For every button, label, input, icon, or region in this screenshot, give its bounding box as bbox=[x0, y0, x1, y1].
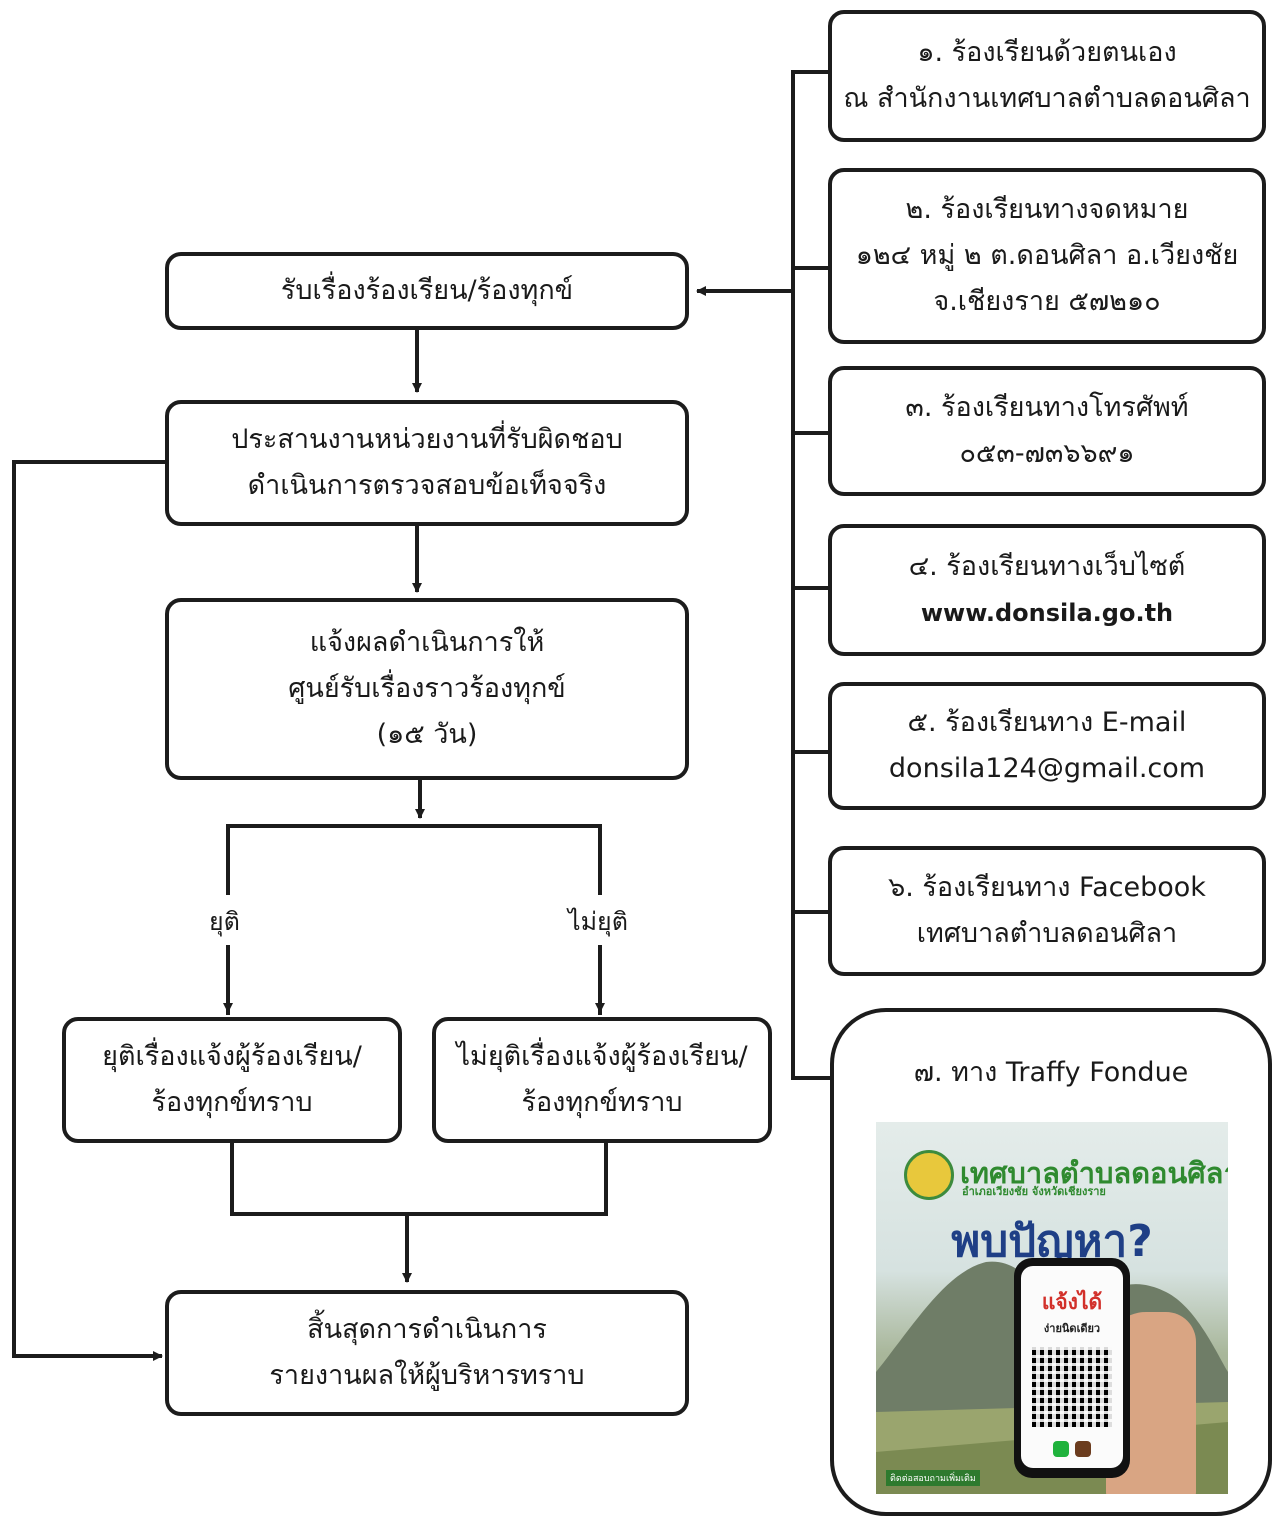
poster-title: เทศบาลตำบลดอนศิลา bbox=[960, 1156, 1228, 1190]
traffy-app-icon bbox=[1075, 1441, 1091, 1457]
traffy-fondue-poster: เทศบาลตำบลดอนศิลา อำเภอเวียงชัย จังหวัดเ… bbox=[876, 1122, 1228, 1494]
channel-6-line-1: ๖. ร้องเรียนทาง Facebook bbox=[888, 872, 1206, 903]
phone-screen: แจ้งได้ ง่ายนิดเดียว bbox=[1021, 1266, 1123, 1468]
poster-footer: ติดต่อสอบถามเพิ่มเติม bbox=[886, 1470, 980, 1486]
notify-text-3: (๑๕ วัน) bbox=[376, 719, 478, 750]
channel-3-line-1: ๓. ร้องเรียนทางโทรศัพท์ bbox=[905, 392, 1189, 423]
channel-2-line-3: จ.เชียงราย ๕๗๒๑๐ bbox=[933, 286, 1161, 317]
channel-6-line-2: เทศบาลตำบลดอนศิลา bbox=[916, 918, 1178, 949]
channel-3-line-2: ๐๕๓-๗๓๖๖๙๑ bbox=[959, 438, 1135, 469]
notify-text-1: แจ้งผลดำเนินการให้ bbox=[309, 627, 545, 658]
qr-code-icon[interactable] bbox=[1032, 1347, 1112, 1427]
channel-mail: ๒. ร้องเรียนทางจดหมาย ๑๒๔ หมู่ ๒ ต.ดอนศิ… bbox=[828, 168, 1266, 344]
channel-2-line-2: ๑๒๔ หมู่ ๒ ต.ดอนศิลา อ.เวียงชัย bbox=[855, 240, 1239, 271]
channel-5-line-1: ๕. ร้องเรียนทาง E-mail bbox=[907, 707, 1187, 738]
notify-result-box: แจ้งผลดำเนินการให้ ศูนย์รับเรื่องราวร้อง… bbox=[165, 598, 689, 780]
channel-facebook: ๖. ร้องเรียนทาง Facebook เทศบาลตำบลดอนศิ… bbox=[828, 846, 1266, 976]
ended-box: ยุติเรื่องแจ้งผู้ร้องเรียน/ ร้องทุกข์ทรา… bbox=[62, 1017, 402, 1143]
channel-website: ๔. ร้องเรียนทางเว็บไซต์ www.donsila.go.t… bbox=[828, 524, 1266, 656]
phone-text-1: แจ้งได้ bbox=[1041, 1290, 1103, 1314]
coordinate-text-2: ดำเนินการตรวจสอบข้อเท็จจริง bbox=[247, 470, 607, 501]
receive-complaint-text: รับเรื่องร้องเรียน/ร้องทุกข์ bbox=[280, 275, 574, 306]
channel-4-line-2[interactable]: www.donsila.go.th bbox=[920, 599, 1174, 627]
channel-1-line-2: ณ สำนักงานเทศบาลตำบลดอนศิลา bbox=[843, 83, 1251, 114]
phone-icon: แจ้งได้ ง่ายนิดเดียว bbox=[1014, 1258, 1130, 1478]
notify-text-2: ศูนย์รับเรื่องราวร้องทุกข์ bbox=[288, 673, 566, 704]
channel-1-line-1: ๑. ร้องเรียนด้วยตนเอง bbox=[917, 37, 1177, 68]
finish-box: สิ้นสุดการดำเนินการ รายงานผลให้ผู้บริหาร… bbox=[165, 1290, 689, 1416]
line-app-icon bbox=[1053, 1441, 1069, 1457]
channel-in-person: ๑. ร้องเรียนด้วยตนเอง ณ สำนักงานเทศบาลตำ… bbox=[828, 10, 1266, 142]
channel-5-line-2[interactable]: donsila124@gmail.com bbox=[888, 753, 1206, 784]
channel-email: ๕. ร้องเรียนทาง E-mail donsila124@gmail.… bbox=[828, 682, 1266, 810]
channel-7-line-1: ๗. ทาง Traffy Fondue bbox=[913, 1057, 1189, 1088]
ended-text-1: ยุติเรื่องแจ้งผู้ร้องเรียน/ bbox=[102, 1041, 362, 1072]
label-ended: ยุติ bbox=[205, 902, 244, 942]
ended-text-2: ร้องทุกข์ทราบ bbox=[151, 1087, 313, 1118]
finish-text-2: รายงานผลให้ผู้บริหารทราบ bbox=[269, 1360, 585, 1391]
app-icons bbox=[1021, 1441, 1123, 1457]
not-ended-text-2: ร้องทุกข์ทราบ bbox=[521, 1087, 683, 1118]
channel-4-line-1: ๔. ร้องเรียนทางเว็บไซต์ bbox=[908, 551, 1186, 582]
not-ended-text-1: ไม่ยุติเรื่องแจ้งผู้ร้องเรียน/ bbox=[456, 1041, 748, 1072]
channel-phone: ๓. ร้องเรียนทางโทรศัพท์ ๐๕๓-๗๓๖๖๙๑ bbox=[828, 366, 1266, 496]
phone-text-2: ง่ายนิดเดียว bbox=[1043, 1322, 1101, 1335]
not-ended-box: ไม่ยุติเรื่องแจ้งผู้ร้องเรียน/ ร้องทุกข์… bbox=[432, 1017, 772, 1143]
coordinate-box: ประสานงานหน่วยงานที่รับผิดชอบ ดำเนินการต… bbox=[165, 400, 689, 526]
label-not-ended: ไม่ยุติ bbox=[564, 902, 632, 942]
coordinate-text-1: ประสานงานหน่วยงานที่รับผิดชอบ bbox=[231, 424, 623, 455]
receive-complaint-box: รับเรื่องร้องเรียน/ร้องทุกข์ bbox=[165, 252, 689, 330]
finish-text-1: สิ้นสุดการดำเนินการ bbox=[307, 1314, 547, 1345]
municipality-seal-icon bbox=[904, 1150, 954, 1200]
channel-2-line-1: ๒. ร้องเรียนทางจดหมาย bbox=[905, 194, 1189, 225]
poster-subtitle: อำเภอเวียงชัย จังหวัดเชียงราย bbox=[962, 1185, 1106, 1198]
